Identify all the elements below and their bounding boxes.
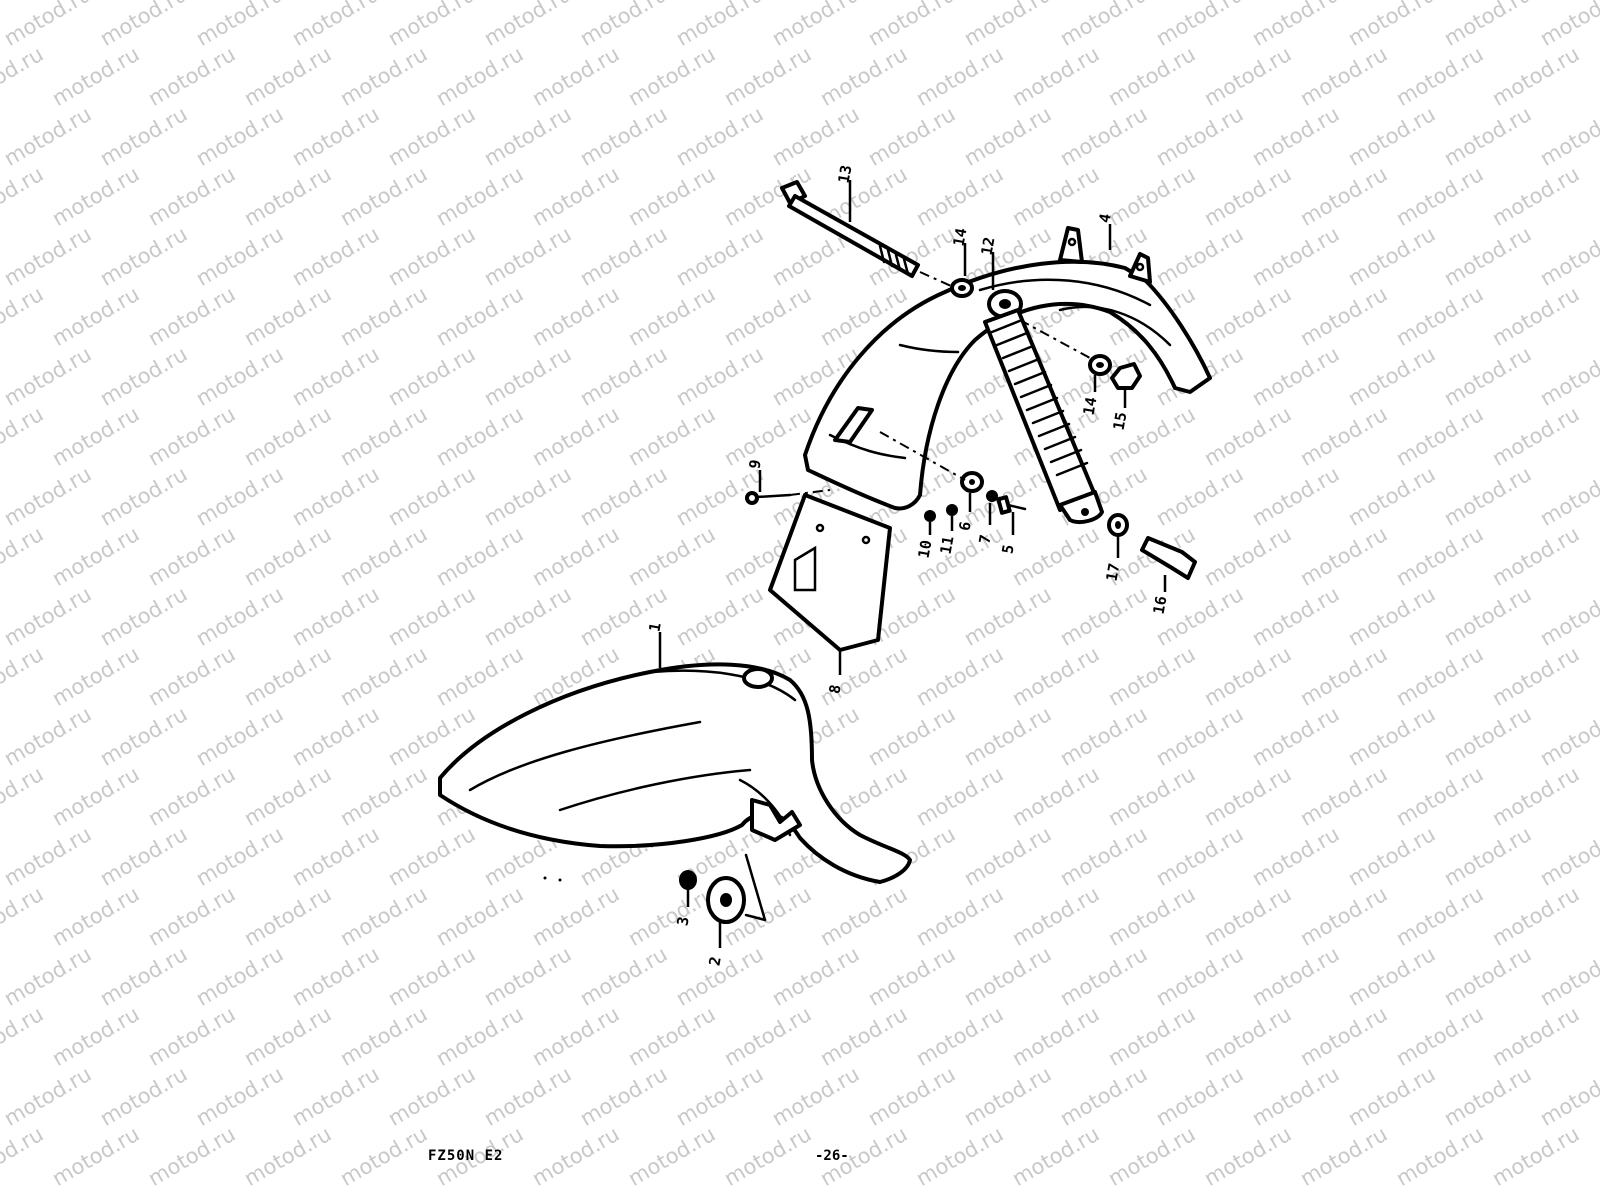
callout-9: 9 — [745, 458, 764, 470]
callout-4: 4 — [1095, 212, 1114, 224]
assembly-line — [744, 853, 767, 922]
part-7-washer — [986, 490, 998, 502]
callout-17: 17 — [1103, 562, 1124, 583]
part-15-nut — [1110, 362, 1142, 390]
callout-10: 10 — [915, 539, 936, 560]
assembly-line — [789, 489, 831, 496]
part-14-washer-right — [1088, 354, 1112, 376]
assembly-line — [1019, 319, 1091, 359]
assembly-line — [744, 913, 767, 922]
callout-5: 5 — [998, 543, 1017, 555]
part-14-washer-upper — [950, 278, 974, 298]
part-13-bolt — [780, 180, 920, 278]
callout-6: 6 — [955, 520, 974, 532]
callout-16: 16 — [1150, 595, 1171, 616]
part-16-bolt — [1140, 536, 1197, 580]
part-10-nut — [924, 510, 936, 522]
assembly-line — [919, 271, 961, 291]
callout-14b: 14 — [1080, 396, 1101, 417]
part-1-front-fender — [438, 662, 912, 884]
part-8-plate-bracket — [768, 493, 892, 652]
callout-14a: 14 — [950, 227, 971, 248]
part-12-shock-absorber — [983, 289, 1104, 524]
speck — [558, 878, 562, 882]
callout-13: 13 — [835, 164, 856, 185]
callout-1: 1 — [645, 621, 664, 633]
model-code: FZ50N E2 — [428, 1148, 504, 1164]
callout-12: 12 — [978, 236, 999, 257]
part-2-grommet — [706, 876, 746, 924]
part-5-bolt — [996, 495, 1027, 515]
callout-8: 8 — [825, 683, 844, 695]
callout-11: 11 — [937, 535, 958, 556]
leader-lines — [658, 180, 1167, 948]
callout-15: 15 — [1110, 411, 1131, 432]
part-11-washer — [946, 504, 958, 516]
part-6-washer — [960, 471, 984, 493]
part-17-washer — [1107, 513, 1129, 537]
part-9-bolt — [745, 491, 792, 505]
page-number: -26- — [815, 1148, 849, 1164]
callout-2: 2 — [705, 955, 724, 967]
part-3-nut — [679, 870, 697, 890]
callout-3: 3 — [673, 915, 692, 927]
speck — [543, 876, 547, 880]
assembly-line — [879, 431, 966, 481]
callout-7: 7 — [975, 533, 994, 545]
